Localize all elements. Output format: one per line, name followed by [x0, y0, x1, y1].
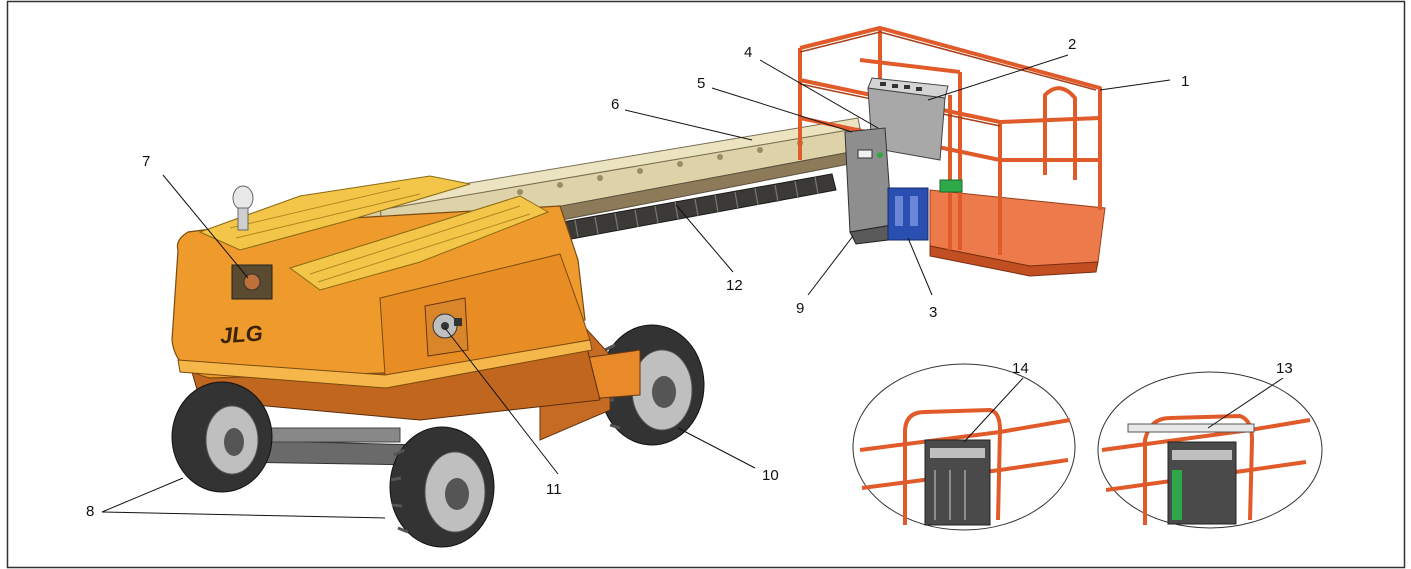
platform-basket [798, 26, 1106, 277]
leader-lines [101, 54, 1284, 519]
callout-1: 1 [1181, 73, 1189, 90]
callout-11: 11 [546, 481, 562, 498]
callout-9: 9 [796, 300, 804, 317]
callout-13: 13 [1276, 360, 1293, 377]
front-wheel-left [171, 381, 273, 493]
detail-inset-14 [852, 363, 1076, 531]
platform-valve-block [887, 179, 963, 241]
callout-labels: 1 2 3 4 5 6 7 8 9 10 11 12 13 14 [86, 36, 1293, 520]
callout-12: 12 [726, 277, 743, 294]
callout-14: 14 [1012, 360, 1029, 377]
callout-4: 4 [744, 44, 752, 61]
turntable-body: JLG [171, 175, 601, 421]
platform-rotator [844, 127, 893, 245]
callout-10: 10 [762, 467, 779, 484]
lift-lug [231, 264, 273, 300]
engine-cover-top [198, 175, 471, 251]
callout-6: 6 [611, 96, 619, 113]
platform-control-box [867, 77, 949, 161]
callout-3: 3 [929, 304, 937, 321]
ground-control-panel [424, 297, 469, 357]
detail-inset-13 [1097, 371, 1323, 529]
jlg-logo: JLG [219, 320, 263, 348]
beacon-light [232, 185, 254, 211]
callout-2: 2 [1068, 36, 1076, 53]
callout-8: 8 [86, 503, 94, 520]
front-wheel-right [389, 426, 495, 548]
callout-7: 7 [142, 153, 150, 170]
callout-5: 5 [697, 75, 705, 92]
figure-border [6, 0, 1406, 569]
